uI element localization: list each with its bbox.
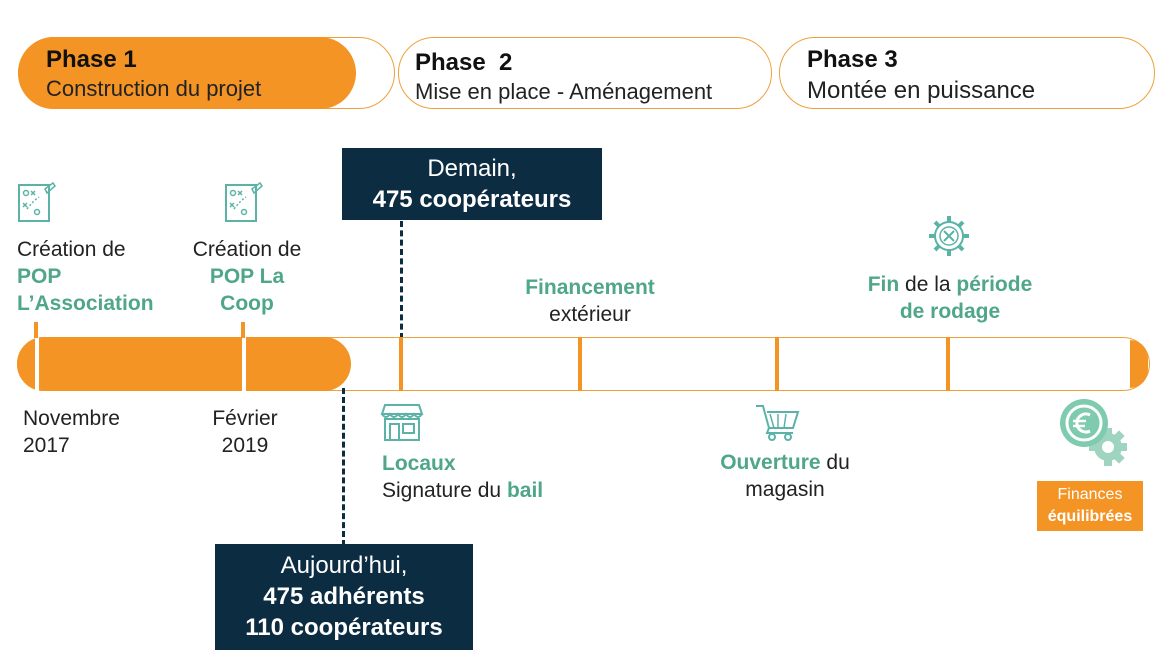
euro-gear-icon xyxy=(1058,397,1134,473)
milestone-ouverture: Ouverture du magasin xyxy=(700,449,870,503)
milestone-label-bold: bail xyxy=(506,479,544,502)
milestone-label-text: du xyxy=(820,451,850,474)
milestone-label-bold: Fin xyxy=(867,273,900,296)
timeline-tick xyxy=(946,337,950,391)
timeline-tick xyxy=(578,337,582,391)
milestone-label-text: Signature du xyxy=(382,479,507,502)
callout-line: 475 adhérents xyxy=(263,583,425,610)
milestone-label-line: de rodage xyxy=(899,300,1001,323)
date-line: Février xyxy=(212,407,278,430)
phase-2-pill xyxy=(398,37,772,109)
milestone-pop-coop: Création de POP La Coop xyxy=(177,236,317,317)
storefront-icon xyxy=(380,402,424,442)
phase-3-subtitle: Montée en puissance xyxy=(807,77,1036,104)
milestone-label-bold: Ouverture xyxy=(720,451,821,474)
milestone-label-line: L’Association xyxy=(17,292,154,315)
phase-3-title: Phase 3 xyxy=(807,46,898,73)
milestone-label-line: Financement xyxy=(525,276,655,299)
callout-demain: Demain, 475 coopérateurs xyxy=(342,148,602,220)
timeline-tick xyxy=(399,337,403,391)
callout-line: Demain, xyxy=(427,155,517,182)
timeline-end-cap xyxy=(1130,340,1148,388)
callout-aujourdhui: Aujourd’hui, 475 adhérents 110 coopérate… xyxy=(215,544,473,650)
shopping-cart-icon xyxy=(754,402,800,442)
phase-1-subtitle: Construction du projet xyxy=(46,76,262,101)
callout-line: 110 coopérateurs xyxy=(245,614,443,641)
milestone-label-line: POP La xyxy=(209,265,285,288)
phase-2-title: Phase 2 xyxy=(415,49,513,76)
connector-demain xyxy=(400,221,403,339)
connector-aujourdhui xyxy=(342,388,345,546)
milestone-label-text: de la xyxy=(899,273,957,296)
timeline-tick xyxy=(35,337,39,391)
strategy-plan-icon xyxy=(17,181,57,225)
timeline-tick xyxy=(242,337,246,391)
phase-2-subtitle: Mise en place - Aménagement xyxy=(415,79,713,104)
date-line: 2017 xyxy=(23,434,70,457)
milestone-pop-association: Création de POP L’Association xyxy=(17,236,154,317)
timeline-progress-fill xyxy=(17,337,351,391)
milestone-label-line: POP xyxy=(17,265,62,288)
date-nov-2017: Novembre 2017 xyxy=(23,405,120,459)
badge-finances-equilibrees: Finances équilibrées xyxy=(1037,481,1143,531)
date-feb-2019: Février 2019 xyxy=(195,405,295,459)
callout-line: 475 coopérateurs xyxy=(372,186,572,213)
milestone-label-line: Création de xyxy=(192,238,302,261)
milestone-financement: Financement extérieur xyxy=(505,274,675,328)
milestone-label-line: extérieur xyxy=(549,303,631,326)
phase-1-title: Phase 1 xyxy=(46,46,137,73)
strategy-plan-icon xyxy=(224,181,264,225)
milestone-label-line: Locaux xyxy=(382,452,456,475)
date-line: 2019 xyxy=(221,434,269,457)
milestone-locaux: Locaux Signature du bail xyxy=(382,450,543,504)
timeline-tick xyxy=(775,337,779,391)
badge-line: Finances xyxy=(1057,486,1123,503)
phase-3-pill xyxy=(779,37,1155,109)
badge-line: équilibrées xyxy=(1047,508,1133,525)
timeline-tick xyxy=(34,322,38,338)
milestone-label-line: magasin xyxy=(745,478,825,501)
date-line: Novembre xyxy=(23,407,120,430)
callout-line: Aujourd’hui, xyxy=(280,552,408,579)
phase-1-progress-fill xyxy=(18,37,356,109)
milestone-label-line: Création de xyxy=(17,238,126,261)
timeline-tick xyxy=(241,322,245,338)
milestone-label-bold: période xyxy=(956,273,1033,296)
milestone-label-line: Coop xyxy=(220,292,274,315)
milestone-fin-rodage: Fin de la période de rodage xyxy=(845,271,1055,325)
gear-wrench-icon xyxy=(927,214,971,258)
